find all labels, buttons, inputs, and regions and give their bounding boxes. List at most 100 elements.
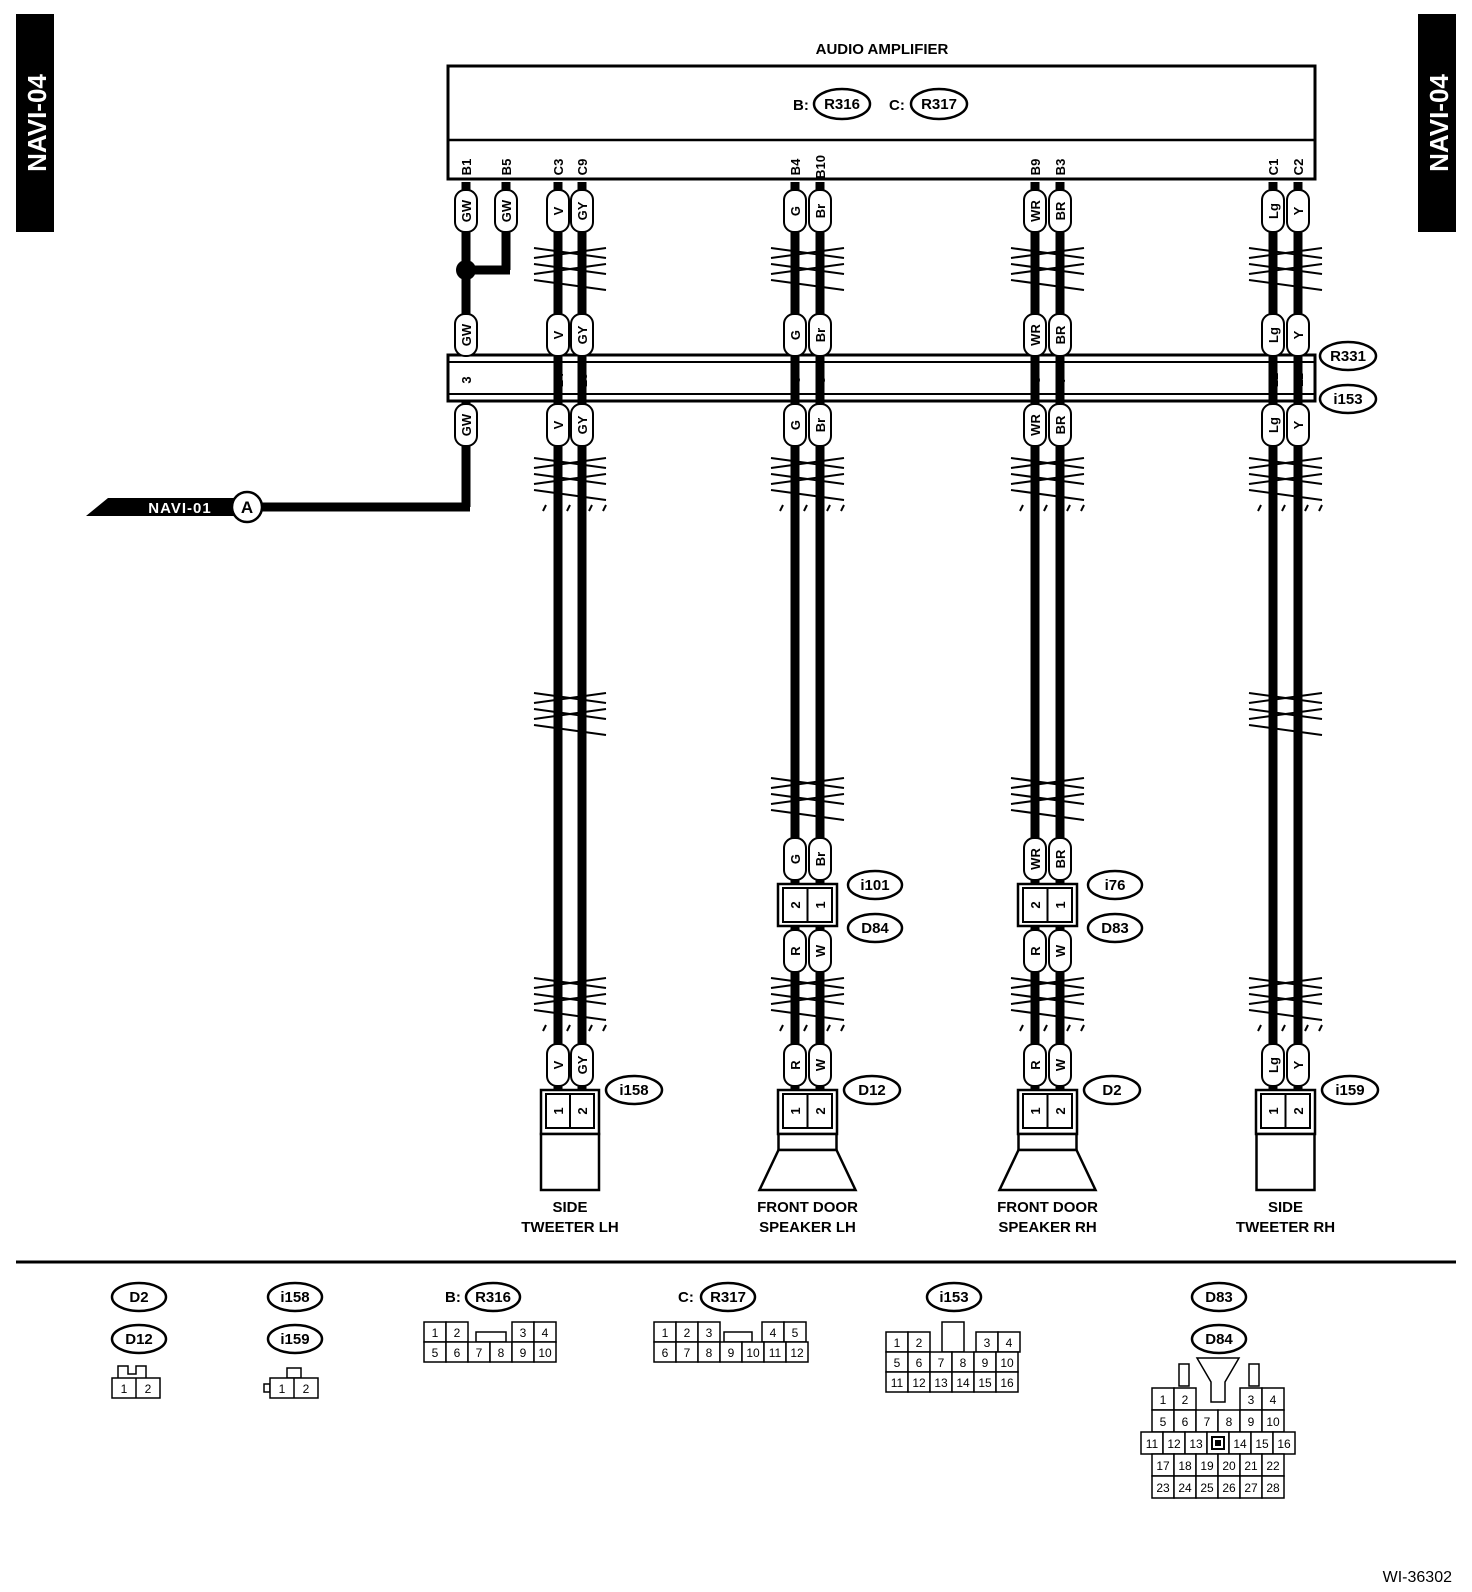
- end-tag-srh: D2: [1082, 1074, 1142, 1106]
- svg-text:11: 11: [1146, 1437, 1159, 1451]
- svg-text:5: 5: [1160, 1415, 1167, 1429]
- junction-tag-lower: i153: [1318, 383, 1378, 415]
- pin-srh-end-0: 1: [1028, 1107, 1043, 1114]
- svg-text:27: 27: [1244, 1481, 1258, 1495]
- svg-text:25: 25: [1200, 1481, 1214, 1495]
- label-slh-mid-0-text: G: [788, 330, 803, 340]
- junction-connector-band: [446, 353, 1317, 403]
- label-gw-b5-top: GW: [494, 189, 518, 233]
- end-tag-trh: i159: [1320, 1074, 1380, 1106]
- label-tlh-low-1-text: GY: [575, 415, 590, 434]
- label-srh-low-1: BR: [1048, 403, 1072, 447]
- svg-text:12: 12: [790, 1346, 804, 1360]
- label-trh-mid-0-text: Lg: [1266, 327, 1281, 343]
- label-srh-c2-0: R: [1023, 929, 1047, 973]
- legend-tag-i153: i153: [925, 1281, 983, 1313]
- svg-text:D84: D84: [1205, 1331, 1233, 1348]
- label-trh-low-0: Lg: [1261, 403, 1285, 447]
- svg-text:2: 2: [454, 1326, 461, 1340]
- svg-text:6: 6: [454, 1346, 461, 1360]
- pin-trh-end-0: 1: [1266, 1107, 1281, 1114]
- svg-text:10: 10: [746, 1346, 760, 1360]
- twist-slh-2: [770, 777, 845, 821]
- svg-text:1: 1: [432, 1326, 439, 1340]
- svg-text:5: 5: [792, 1326, 799, 1340]
- speaker-cone-srh: [997, 1148, 1098, 1192]
- svg-text:D2: D2: [129, 1289, 148, 1306]
- svg-text:i159: i159: [280, 1331, 309, 1348]
- label-tlh-end-0: V: [546, 1043, 570, 1087]
- pin-tlh-amp-0: C3: [551, 159, 566, 176]
- svg-text:13: 13: [934, 1376, 948, 1390]
- pin-slh-junction-0: 6: [788, 376, 803, 383]
- svg-text:14: 14: [956, 1376, 970, 1390]
- legend-tag-r316: R316: [464, 1281, 522, 1313]
- twist-srh-0: [1010, 247, 1085, 291]
- pin-tlh-junction-1: 13: [575, 373, 590, 387]
- svg-text:1: 1: [662, 1326, 669, 1340]
- shield-srh-1: [1019, 504, 1085, 512]
- shield-trh-3: [1257, 1024, 1323, 1032]
- legend-r317-prefix: C:: [678, 1289, 694, 1306]
- twist-tlh-0: [533, 247, 607, 291]
- svg-text:3: 3: [706, 1326, 713, 1340]
- pin-srh-end-1: 2: [1053, 1107, 1068, 1114]
- label-trh-end-0: Lg: [1261, 1043, 1285, 1087]
- svg-text:2: 2: [145, 1382, 152, 1396]
- svg-text:1: 1: [279, 1382, 286, 1396]
- svg-text:3: 3: [520, 1326, 527, 1340]
- label-trh-top-1: Y: [1286, 189, 1310, 233]
- pin-gw-b1: B1: [459, 159, 474, 176]
- label-srh-end-1: W: [1048, 1043, 1072, 1087]
- label-gw-low: GW: [454, 403, 478, 447]
- pin-trh-amp-0: C1: [1266, 159, 1281, 176]
- pin-tlh-junction-0: 14: [551, 372, 566, 387]
- label-srh-c1-1: BR: [1048, 837, 1072, 881]
- svg-text:R331: R331: [1330, 348, 1366, 365]
- twist-tlh-2: [533, 692, 607, 736]
- pin-trh-junction-1: 11: [1291, 373, 1306, 387]
- label-srh-c2-0-text: R: [1028, 946, 1043, 956]
- label-slh-low-0-text: G: [788, 420, 803, 430]
- label-trh-end-1: Y: [1286, 1043, 1310, 1087]
- label-trh-top-1-text: Y: [1291, 206, 1306, 215]
- legend-tag-d12: D12: [110, 1323, 168, 1355]
- svg-text:2: 2: [684, 1326, 691, 1340]
- pin-srh-junction-1: 7: [1053, 376, 1068, 383]
- label-srh-c1-0-text: WR: [1028, 848, 1043, 870]
- svg-text:i158: i158: [280, 1289, 309, 1306]
- svg-text:7: 7: [684, 1346, 691, 1360]
- svg-text:26: 26: [1222, 1481, 1236, 1495]
- label-srh-top-1-text: BR: [1053, 201, 1068, 220]
- svg-text:9: 9: [1248, 1415, 1255, 1429]
- label-tlh-mid-0: V: [546, 313, 570, 357]
- component-srh-line2: SPEAKER RH: [998, 1219, 1096, 1236]
- label-slh-c1-0-text: G: [788, 854, 803, 864]
- legend-tag-d2: D2: [110, 1281, 168, 1313]
- svg-text:8: 8: [706, 1346, 713, 1360]
- svg-text:5: 5: [894, 1356, 901, 1370]
- legend-r316-prefix: B:: [445, 1289, 461, 1306]
- label-trh-top-0: Lg: [1261, 189, 1285, 233]
- label-srh-c2-1-text: W: [1053, 944, 1068, 957]
- component-trh-line2: TWEETER RH: [1236, 1219, 1335, 1236]
- shield-srh-3-twist: [1010, 977, 1085, 1021]
- figure-id: WI-36302: [1383, 1569, 1452, 1586]
- label-slh-end-1: W: [808, 1043, 832, 1087]
- label-srh-low-0: WR: [1023, 403, 1047, 447]
- shield-slh-3-twist: [770, 977, 845, 1021]
- svg-text:10: 10: [538, 1346, 552, 1360]
- label-tlh-low-1: GY: [570, 403, 594, 447]
- label-gw-mid-text: GW: [459, 323, 474, 346]
- label-srh-end-1-text: W: [1053, 1058, 1068, 1071]
- label-trh-end-0-text: Lg: [1266, 1057, 1281, 1073]
- amp-conn-b-tag: R316: [812, 87, 872, 121]
